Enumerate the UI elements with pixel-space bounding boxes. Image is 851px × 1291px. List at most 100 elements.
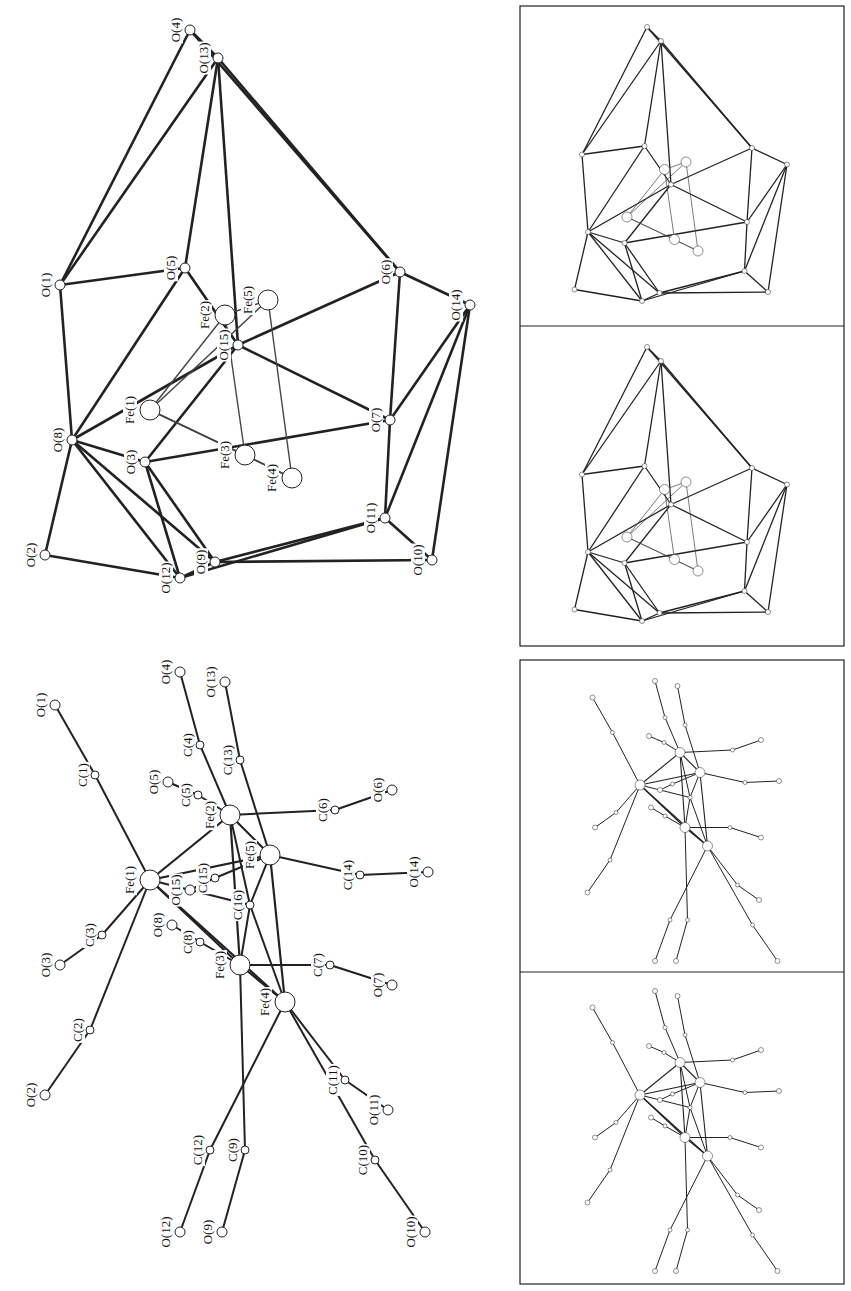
oxygen-atom bbox=[385, 415, 395, 425]
carbon-atom bbox=[196, 741, 204, 749]
atom-label: Fe(4) bbox=[258, 987, 272, 1017]
atom-label: Fe(2) bbox=[198, 300, 212, 330]
oxygen-atom bbox=[465, 300, 475, 310]
oxygen-atom bbox=[175, 573, 185, 583]
stereo-divider bbox=[520, 325, 844, 326]
carbon-atom bbox=[86, 1026, 94, 1034]
atom-label: C(16) bbox=[231, 889, 245, 921]
carbon-atom bbox=[91, 771, 99, 779]
oxygen-atom bbox=[40, 550, 50, 560]
polyhedron-edge bbox=[218, 58, 400, 272]
oxygen-atom bbox=[380, 513, 390, 523]
atom-label: C(7) bbox=[311, 952, 325, 978]
polyhedron-edge bbox=[72, 440, 180, 578]
carbon-atom bbox=[196, 938, 204, 946]
atom-label: O(5) bbox=[164, 255, 178, 282]
oxygen-atom bbox=[387, 980, 397, 990]
oxygen-atom bbox=[210, 557, 220, 567]
atom-label: O(4) bbox=[159, 659, 173, 686]
polyhedron-edge bbox=[238, 345, 390, 420]
oxygen-atom bbox=[185, 885, 195, 895]
polyhedron-edge bbox=[385, 420, 390, 518]
oxygen-atom bbox=[420, 1227, 430, 1237]
polyhedron-edge bbox=[145, 420, 390, 462]
atom-label: Fe(5) bbox=[243, 840, 257, 870]
oxygen-atom bbox=[395, 267, 405, 277]
polyhedron-edge bbox=[60, 58, 218, 285]
fe-c-bond bbox=[285, 1002, 375, 1160]
stereo-view bbox=[585, 679, 782, 964]
polyhedron-edge bbox=[72, 268, 185, 440]
oxygen-atom bbox=[233, 340, 243, 350]
atom-label: Fe(1) bbox=[123, 865, 137, 895]
carbon-atom bbox=[211, 874, 219, 882]
polyhedron-edge bbox=[215, 518, 385, 562]
oxygen-atom bbox=[213, 53, 223, 63]
polyhedron-edge bbox=[215, 560, 432, 562]
atom-label: O(13) bbox=[204, 665, 218, 698]
atom-label: C(1) bbox=[76, 762, 90, 788]
atom-label: O(11) bbox=[364, 502, 378, 535]
oxygen-atom bbox=[175, 1227, 185, 1237]
fe-fe-bond bbox=[150, 315, 225, 410]
atom-label: Fe(3) bbox=[218, 440, 232, 470]
atom-label: O(11) bbox=[367, 1094, 381, 1127]
oxygen-atom bbox=[163, 777, 173, 787]
atom-label: Fe(5) bbox=[241, 285, 255, 315]
oxygen-atom bbox=[167, 920, 177, 930]
polyhedron-edge bbox=[180, 518, 385, 578]
iron-atom bbox=[220, 805, 240, 825]
atom-label: Fe(3) bbox=[213, 950, 227, 980]
polyhedron-edge bbox=[185, 58, 218, 268]
carbon-atom bbox=[331, 806, 339, 814]
atom-label: O(6) bbox=[379, 259, 393, 286]
polyhedron-edge bbox=[190, 30, 400, 272]
oxygen-atom bbox=[383, 1105, 393, 1115]
atom-label: O(3) bbox=[124, 449, 138, 476]
atom-label: O(14) bbox=[407, 855, 421, 888]
atom-label: O(13) bbox=[197, 41, 211, 74]
iron-atom bbox=[235, 445, 255, 465]
atom-label: O(2) bbox=[24, 542, 38, 569]
atom-label: C(6) bbox=[316, 797, 330, 823]
oxygen-polyhedron bbox=[40, 25, 475, 583]
oxygen-atom bbox=[423, 867, 433, 877]
atom-label: C(15) bbox=[196, 862, 210, 894]
atom-label: O(3) bbox=[39, 952, 53, 979]
stereo-view bbox=[572, 25, 790, 304]
atom-label: C(14) bbox=[341, 859, 355, 891]
atom-label: O(8) bbox=[51, 427, 65, 454]
iron-atom bbox=[258, 290, 278, 310]
carbon-atom bbox=[326, 961, 334, 969]
iron-atom bbox=[140, 400, 160, 420]
carbon-atom bbox=[341, 1076, 349, 1084]
carbon-atom bbox=[241, 1146, 249, 1154]
iron-atom bbox=[282, 468, 302, 488]
stereo-frame bbox=[520, 6, 844, 646]
polyhedron-edge bbox=[385, 305, 470, 518]
stereo-view bbox=[572, 345, 790, 624]
atom-label: C(10) bbox=[356, 1144, 370, 1176]
atom-label: Fe(1) bbox=[123, 395, 137, 425]
atom-label: C(13) bbox=[221, 744, 235, 776]
atom-label: O(15) bbox=[169, 873, 183, 906]
oxygen-atom bbox=[220, 677, 230, 687]
fe-c-bond bbox=[90, 880, 150, 1030]
atom-label: C(8) bbox=[181, 929, 195, 955]
atom-label: O(9) bbox=[194, 549, 208, 576]
carbon-atom bbox=[194, 791, 202, 799]
atom-label: C(2) bbox=[71, 1017, 85, 1043]
atom-label: O(10) bbox=[404, 1215, 418, 1248]
carbon-atom bbox=[236, 756, 244, 764]
polyhedron-edge bbox=[238, 272, 400, 345]
oxygen-atom bbox=[217, 1227, 227, 1237]
oxygen-atom bbox=[55, 960, 65, 970]
atom-label: O(7) bbox=[369, 407, 383, 434]
iron-atom bbox=[275, 992, 295, 1012]
oxygen-atom bbox=[387, 785, 397, 795]
atom-label: O(7) bbox=[371, 972, 385, 999]
fe-c-bond bbox=[210, 1002, 285, 1150]
atom-label: O(9) bbox=[201, 1219, 215, 1246]
atom-label: O(12) bbox=[159, 561, 173, 594]
oxygen-atom bbox=[40, 1090, 50, 1100]
